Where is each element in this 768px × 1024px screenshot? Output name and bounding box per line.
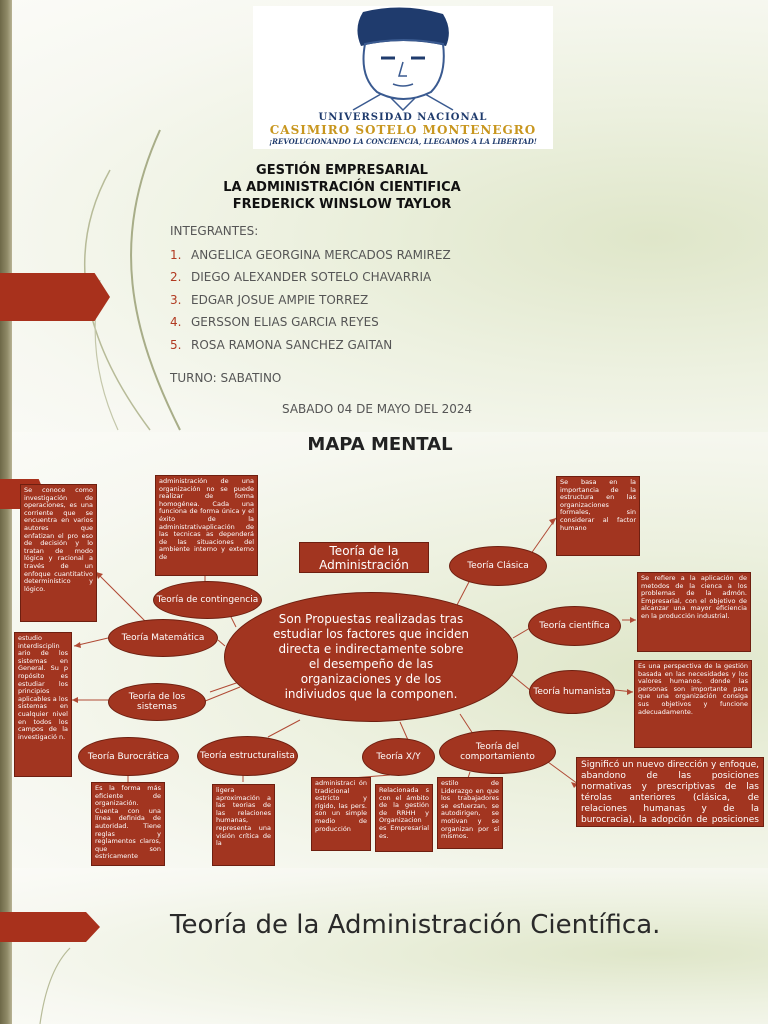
central-idea-node: Son Propuestas realizadas tras estudiar … bbox=[224, 592, 518, 722]
logo-line-2: CASIMIRO SOTELO MONTENEGRO bbox=[269, 123, 537, 137]
date-label: SABADO 04 DE MAYO DEL 2024 bbox=[282, 402, 473, 416]
node-teoria-contingencia: Teoría de contingencia bbox=[153, 581, 262, 619]
member-number: 3. bbox=[170, 292, 182, 307]
desc-matematica: Se conoce como investigación de operacio… bbox=[20, 484, 97, 622]
node-teoria-matematica: Teoría Matemática bbox=[108, 619, 218, 657]
node-teoria-sistemas: Teoría de los sistemas bbox=[108, 683, 206, 721]
mind-map-title: MAPA MENTAL bbox=[307, 434, 453, 455]
desc-humanista: Es una perspectiva de la gestión basada … bbox=[634, 660, 752, 748]
cover-title: GESTIÓN EMPRESARIAL LA ADMINISTRACIÓN CI… bbox=[160, 162, 524, 213]
desc-cientifica: Se refiere a la aplicación de metodos de… bbox=[637, 572, 751, 652]
desc-estructuralista: ligera aproximación a las teorias de las… bbox=[212, 784, 275, 866]
node-teoria-cientifica: Teoría científica bbox=[528, 606, 621, 646]
members-label: INTEGRANTES: bbox=[170, 224, 259, 238]
member-number: 4. bbox=[170, 315, 182, 330]
arrow-tab-decor bbox=[0, 273, 110, 321]
slide-section-title: Teoría de la Administración Científica. bbox=[0, 868, 768, 1024]
member-name: DIEGO ALEXANDER SOTELO CHAVARRIA bbox=[191, 270, 432, 285]
list-item: 3. EDGAR JOSUE AMPIE TORREZ bbox=[170, 291, 451, 313]
member-name: GERSSON ELIAS GARCIA REYES bbox=[191, 315, 379, 330]
desc-xy-a: administraci ón tradicional estricto y r… bbox=[311, 777, 371, 851]
cover-title-line-3: FREDERICK WINSLOW TAYLOR bbox=[232, 197, 452, 212]
shift-label: TURNO: SABATINO bbox=[170, 371, 282, 385]
desc-contingencia: administración de una organización no se… bbox=[155, 475, 258, 576]
slide-mind-map: MAPA MENTAL bbox=[0, 432, 768, 868]
section-title: Teoría de la Administración Científica. bbox=[170, 910, 661, 940]
left-decor-strip bbox=[0, 868, 12, 1024]
list-item: 2. DIEGO ALEXANDER SOTELO CHAVARRIA bbox=[170, 268, 451, 290]
desc-comportamiento-a: estilo de Liderazgo en que los trabajado… bbox=[437, 777, 503, 849]
logo-line-1: UNIVERSIDAD NACIONAL bbox=[318, 112, 488, 123]
node-teoria-burocratica: Teoría Burocrática bbox=[78, 737, 179, 776]
list-item: 5. ROSA RAMONA SANCHEZ GAITAN bbox=[170, 336, 451, 358]
desc-comportamiento-b: Significó un nuevo dirección y enfoque, … bbox=[576, 757, 764, 827]
desc-burocratica: Es la forma más eficiente de organizació… bbox=[91, 782, 165, 866]
logo-line-3: ¡REVOLUCIONANDO LA CONCIENCIA, LLEGAMOS … bbox=[269, 137, 537, 146]
map-title-node: Teoría de la Administración bbox=[299, 542, 429, 573]
members-list: 1. ANGELICA GEORGINA MERCADOS RAMIREZ 2. D… bbox=[170, 246, 451, 358]
cover-title-line-1: GESTIÓN EMPRESARIAL bbox=[256, 163, 428, 178]
cover-title-line-2: LA ADMINISTRACIÓN CIENTIFICA bbox=[223, 180, 461, 195]
member-name: ROSA RAMONA SANCHEZ GAITAN bbox=[191, 337, 393, 352]
left-decor-strip bbox=[0, 0, 12, 432]
member-name: ANGELICA GEORGINA MERCADOS RAMIREZ bbox=[191, 248, 451, 262]
university-logo: UNIVERSIDAD NACIONAL CASIMIRO SOTELO MON… bbox=[253, 6, 553, 149]
arrow-tab-decor bbox=[0, 912, 100, 942]
node-teoria-clasica: Teoría Clásica bbox=[449, 546, 547, 586]
node-teoria-humanista: Teoría humanista bbox=[529, 670, 615, 714]
list-item: 1. ANGELICA GEORGINA MERCADOS RAMIREZ bbox=[170, 246, 451, 268]
node-teoria-comportamiento: Teoría del comportamiento bbox=[439, 730, 556, 774]
desc-xy-b: Relacionada s con el ámbito de la gestió… bbox=[375, 784, 433, 852]
founder-portrait-icon bbox=[352, 7, 454, 112]
member-number: 1. bbox=[170, 248, 182, 262]
slide-cover: UNIVERSIDAD NACIONAL CASIMIRO SOTELO MON… bbox=[0, 0, 768, 432]
desc-clasica: Se basa en la importancia de la estructu… bbox=[556, 476, 640, 556]
desc-sistemas: estudio interdisciplin ario de los siste… bbox=[14, 632, 72, 777]
node-teoria-xy: Teoría X/Y bbox=[362, 738, 435, 776]
left-decor-strip bbox=[0, 432, 12, 868]
list-item: 4. GERSSON ELIAS GARCIA REYES bbox=[170, 313, 451, 335]
decorative-curves bbox=[39, 947, 71, 1024]
member-name: EDGAR JOSUE AMPIE TORREZ bbox=[191, 292, 369, 307]
member-number: 5. bbox=[170, 337, 182, 352]
member-number: 2. bbox=[170, 270, 182, 285]
node-teoria-estructuralista: Teoría estructuralista bbox=[197, 736, 298, 776]
